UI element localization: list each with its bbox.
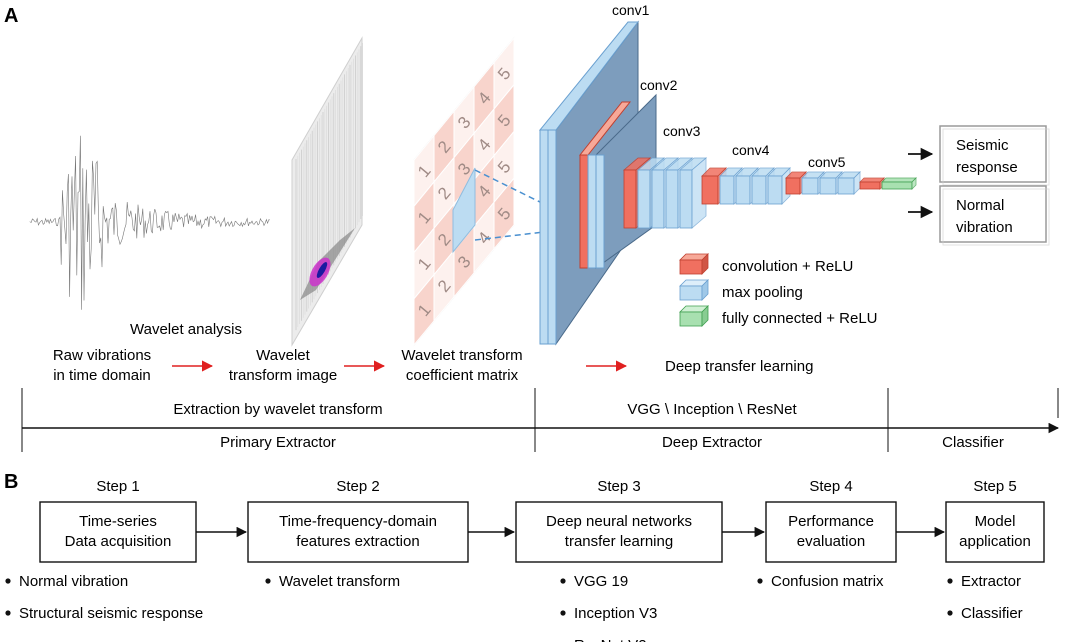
- step-box: [247, 501, 469, 563]
- stage-deep-transfer-learning: Deep transfer learning: [665, 358, 813, 375]
- bullet-dot: [757, 578, 763, 584]
- raw-vibration-signal: [29, 135, 271, 310]
- step-bullet: Inception V3: [574, 605, 657, 622]
- conv3-label: conv3: [663, 123, 701, 139]
- step-bullet: Structural seismic response: [19, 605, 203, 622]
- bullet-dot: [560, 578, 566, 584]
- bullet-dot: [5, 610, 11, 616]
- step-bullet: Classifier: [961, 605, 1023, 622]
- panel-b-label: B: [4, 471, 18, 493]
- conv5-pool: [801, 171, 825, 195]
- step-title: Step 3: [597, 478, 640, 495]
- kernel-window: [452, 167, 476, 254]
- legend-pool-label: max pooling: [722, 284, 803, 301]
- bullet-dot: [265, 578, 271, 584]
- legend-conv-label: convolution + ReLU: [722, 258, 853, 275]
- timeline-top-networks: VGG \ Inception \ ResNet: [627, 401, 797, 418]
- bullet-dot: [947, 610, 953, 616]
- step-bullet: Extractor: [961, 573, 1021, 590]
- timeline: Extraction by wavelet transform VGG \ In…: [21, 388, 1060, 452]
- step-bullet: ResNet V2: [574, 637, 647, 642]
- timeline-top-wavelet: Extraction by wavelet transform: [173, 401, 382, 418]
- fc-relu: [859, 177, 885, 190]
- classifier-label: Classifier: [942, 434, 1004, 451]
- wavelet-transform-image: [291, 36, 363, 347]
- step-title: Step 1: [96, 478, 139, 495]
- coefficient-matrix: 12345123451234512345: [413, 36, 545, 347]
- step-bullet: Normal vibration: [19, 573, 128, 590]
- wavelet-analysis-label: Wavelet analysis: [130, 321, 242, 338]
- legend-pool-swatch: [679, 279, 709, 301]
- fc-layer: [881, 177, 917, 190]
- step-box: [39, 501, 197, 563]
- legend: convolution + ReLU max pooling fully con…: [679, 253, 878, 327]
- conv4-label: conv4: [732, 142, 770, 158]
- conv5-label: conv5: [808, 154, 846, 170]
- step-box: [765, 501, 897, 563]
- bullet-dot: [5, 578, 11, 584]
- step-bullet: Confusion matrix: [771, 573, 884, 590]
- step-title: Step 5: [973, 478, 1016, 495]
- bullet-dot: [560, 610, 566, 616]
- primary-extractor-label: Primary Extractor: [220, 434, 336, 451]
- step-title: Step 4: [809, 478, 852, 495]
- deep-extractor-label: Deep Extractor: [662, 434, 762, 451]
- bullet-dot: [947, 578, 953, 584]
- step-box: [945, 501, 1045, 563]
- step-bullet: Wavelet transform: [279, 573, 400, 590]
- conv1-label: conv1: [612, 2, 650, 18]
- conv5-pool: [837, 171, 861, 195]
- step-bullet: VGG 19: [574, 573, 628, 590]
- panel-a-label: A: [4, 5, 18, 27]
- step-box: [515, 501, 723, 563]
- legend-fc-swatch: [679, 305, 709, 327]
- conv-labels: conv1 conv2 conv3 conv4 conv5: [612, 2, 846, 170]
- conv2-label: conv2: [640, 77, 678, 93]
- legend-conv-swatch: [679, 253, 709, 275]
- cnn-layers: [538, 20, 917, 346]
- legend-fc-label: fully connected + ReLU: [722, 310, 878, 327]
- step-title: Step 2: [336, 478, 379, 495]
